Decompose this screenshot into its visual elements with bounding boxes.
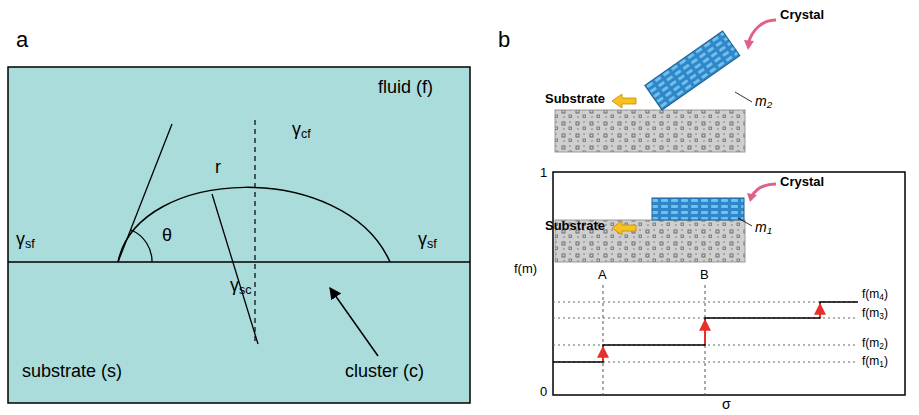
panel-letter: a	[16, 28, 28, 52]
pointer-arrow	[612, 221, 636, 235]
axis-tick: 1	[540, 166, 547, 180]
region-label: substrate (s)	[22, 362, 122, 382]
threshold-lines	[603, 285, 705, 395]
panel-letter: b	[498, 28, 510, 52]
part-name: m2	[755, 94, 772, 109]
pointer-arrow	[612, 94, 636, 108]
part-name: m1	[755, 220, 772, 235]
interface-line	[8, 261, 470, 263]
tangent-line	[118, 124, 172, 262]
axis-title: f(m)	[514, 262, 537, 276]
panel-b-chart	[553, 172, 905, 395]
axis-title: σ	[722, 397, 731, 412]
region-label: fluid (f)	[378, 78, 433, 98]
pointer-arrow	[748, 20, 776, 44]
tension-symbol: γsf	[16, 230, 35, 250]
radius-symbol: r	[215, 158, 221, 178]
tension-symbol: γcf	[292, 120, 311, 140]
level-label: f(m2)	[862, 337, 888, 350]
level-label: f(m4)	[862, 288, 888, 301]
axis-line	[254, 120, 255, 345]
part-name: Substrate	[545, 219, 605, 233]
axis-tick: 0	[540, 385, 547, 399]
jump-arrows	[603, 304, 820, 361]
radius-line	[212, 194, 258, 344]
crystal-block	[645, 31, 740, 110]
tension-symbol: γsf	[418, 230, 437, 250]
threshold-label: A	[598, 268, 607, 282]
part-name: Crystal	[780, 8, 824, 22]
level-label: f(m1)	[862, 355, 888, 368]
region-label: cluster (c)	[345, 362, 424, 382]
chart-frame	[553, 172, 905, 395]
pointer-arrow	[752, 184, 776, 196]
level-label: f(m3)	[862, 307, 888, 320]
substrate-block	[555, 110, 745, 152]
panel-frame	[8, 67, 470, 403]
tension-symbol: γsc	[230, 276, 252, 296]
pointer-arrow	[747, 193, 757, 202]
threshold-label: B	[700, 268, 709, 282]
panel-a	[8, 67, 470, 403]
part-name: Crystal	[780, 175, 824, 189]
step-curve	[553, 302, 858, 362]
angle-arc	[131, 230, 152, 262]
pointer-arrow	[330, 288, 378, 356]
leader-line	[735, 92, 752, 102]
leader-line	[738, 218, 752, 226]
panel-b-top	[555, 20, 776, 152]
crystal-block	[652, 198, 744, 220]
part-name: Substrate	[545, 92, 605, 106]
pointer-arrow	[744, 40, 754, 50]
cluster-cap	[118, 187, 390, 262]
angle-symbol: θ	[162, 226, 172, 246]
